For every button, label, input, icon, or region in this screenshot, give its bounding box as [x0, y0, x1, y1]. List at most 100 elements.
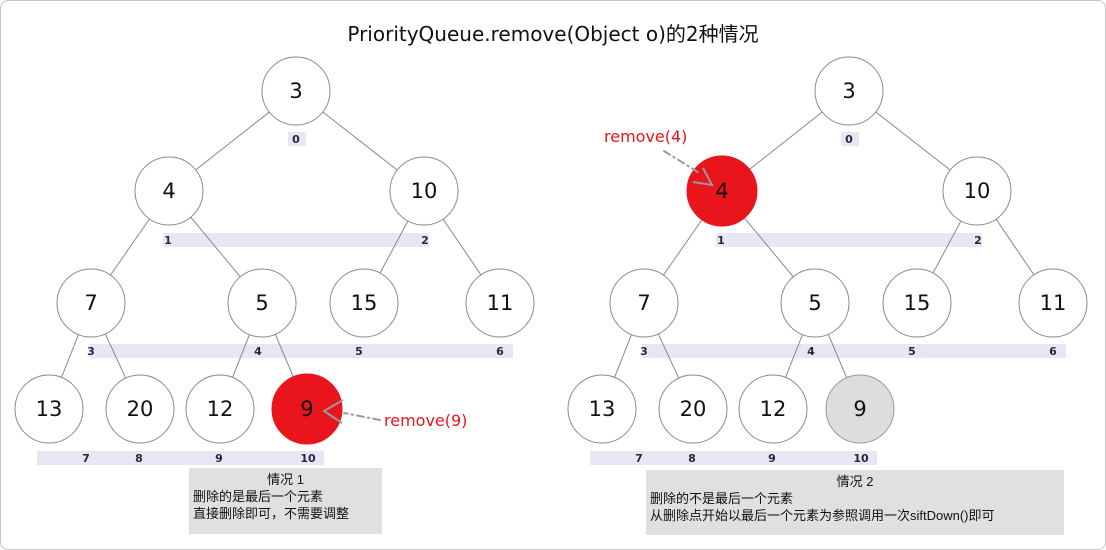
tree-node: 15: [329, 268, 399, 338]
index-label: 1: [717, 234, 725, 247]
node-circle: [389, 156, 459, 226]
index-label: 3: [640, 345, 648, 358]
page-title: PriorityQueue.remove(Object o)的2种情况: [347, 22, 759, 46]
node-value: 15: [351, 291, 378, 315]
tree-node-last: 9: [825, 374, 895, 444]
node-circle: [227, 268, 297, 338]
tree-node: 5: [780, 268, 850, 338]
node-value: 3: [289, 79, 302, 103]
index-label: 9: [768, 452, 776, 465]
index-labels: 0 1 2 3 4 5 6 7 8 9 10: [635, 133, 1057, 465]
node-value: 3: [842, 79, 855, 103]
node-value: 7: [637, 291, 650, 315]
node-value: 20: [680, 397, 707, 421]
node-value: 9: [300, 397, 313, 421]
index-label: 3: [87, 345, 95, 358]
index-label: 0: [845, 133, 853, 146]
caption-case2: 情况 2 删除的不是最后一个元素 从删除点开始以最后一个元素为参照调用一次sif…: [646, 470, 1064, 535]
tree-edges: [48, 90, 501, 410]
index-labels: 0 1 2 3 4 5 6 7 8 9 10: [82, 133, 504, 465]
tree-node: 20: [658, 374, 728, 444]
index-label: 4: [807, 345, 815, 358]
index-band-level0: [841, 132, 859, 146]
node-value: 4: [162, 179, 175, 203]
caption-case1-title: 情况 1: [267, 472, 304, 487]
index-label: 0: [292, 133, 300, 146]
remove-annotation: remove(9): [322, 399, 467, 430]
tree-node: 12: [185, 374, 255, 444]
tree-node-highlighted: 9: [271, 373, 343, 445]
node-circle: [134, 156, 204, 226]
tree-node: 13: [567, 374, 637, 444]
tree-node-highlighted: 4: [686, 155, 758, 227]
node-circle: [261, 56, 331, 126]
node-circle: [14, 374, 84, 444]
heap-tree-case2: 0 1 2 3 4 5 6 7 8 9 10 3 4 10 7: [567, 56, 1088, 465]
remove-label: remove(4): [604, 127, 687, 146]
node-circle: [609, 268, 679, 338]
node-circle: [329, 268, 399, 338]
index-band-level2: [89, 344, 513, 358]
node-circle: [567, 374, 637, 444]
tree-node: 15: [882, 268, 952, 338]
index-label: 6: [496, 345, 504, 358]
node-value: 12: [207, 397, 234, 421]
tree-node: 12: [738, 374, 808, 444]
node-value: 11: [1040, 291, 1067, 315]
index-bands: [37, 132, 513, 465]
index-band-level0: [288, 132, 306, 146]
remove-arrow: [343, 412, 381, 421]
node-circle: [738, 374, 808, 444]
caption-case1: 情况 1 删除的是最后一个元素 直接删除即可，不需要调整: [189, 468, 382, 534]
node-circle: [882, 268, 952, 338]
node-value: 9: [853, 397, 866, 421]
tree-node: 10: [942, 156, 1012, 226]
tree-node: 20: [105, 374, 175, 444]
heap-tree-case1: 0 1 2 3 4 5 6 7 8 9 10 3 4 10 7: [14, 56, 535, 465]
node-circle-removed-target: [271, 373, 343, 445]
tree-node: 11: [465, 268, 535, 338]
index-label: 10: [300, 452, 316, 465]
tree-node: 3: [261, 56, 331, 126]
index-label: 2: [974, 234, 982, 247]
caption-case2-title: 情况 2: [836, 474, 874, 489]
node-circle: [185, 374, 255, 444]
index-band-level1: [163, 233, 429, 247]
tree-node: 10: [389, 156, 459, 226]
remove-label: remove(9): [384, 411, 467, 430]
index-bands: [590, 132, 1066, 465]
node-circle: [56, 268, 126, 338]
index-label: 7: [635, 452, 643, 465]
remove-arrow: [663, 150, 702, 175]
caption-case1-line1: 删除的是最后一个元素: [193, 489, 324, 504]
node-value: 4: [715, 179, 728, 203]
node-value: 5: [808, 291, 821, 315]
index-label: 2: [421, 234, 429, 247]
tree-node: 11: [1018, 268, 1088, 338]
node-value: 5: [255, 291, 268, 315]
node-circle: [658, 374, 728, 444]
arrow-head-icon: [322, 399, 344, 424]
index-band-level1: [716, 233, 982, 247]
node-circle: [105, 374, 175, 444]
node-circle-removed-target: [686, 155, 758, 227]
node-value: 15: [904, 291, 931, 315]
tree-node: 4: [134, 156, 204, 226]
arrow-head-icon: [692, 167, 714, 187]
tree-node: 13: [14, 374, 84, 444]
tree-node: 3: [814, 56, 884, 126]
node-value: 10: [411, 179, 438, 203]
node-circle: [780, 268, 850, 338]
node-value: 13: [589, 397, 616, 421]
caption-case1-line2: 直接删除即可，不需要调整: [193, 506, 350, 521]
index-label: 6: [1049, 345, 1057, 358]
index-label: 4: [254, 345, 262, 358]
node-value: 12: [760, 397, 787, 421]
tree-node: 7: [56, 268, 126, 338]
node-circle: [942, 156, 1012, 226]
index-label: 8: [135, 452, 143, 465]
index-band-level2: [642, 344, 1066, 358]
index-label: 1: [164, 234, 172, 247]
index-label: 5: [355, 345, 363, 358]
